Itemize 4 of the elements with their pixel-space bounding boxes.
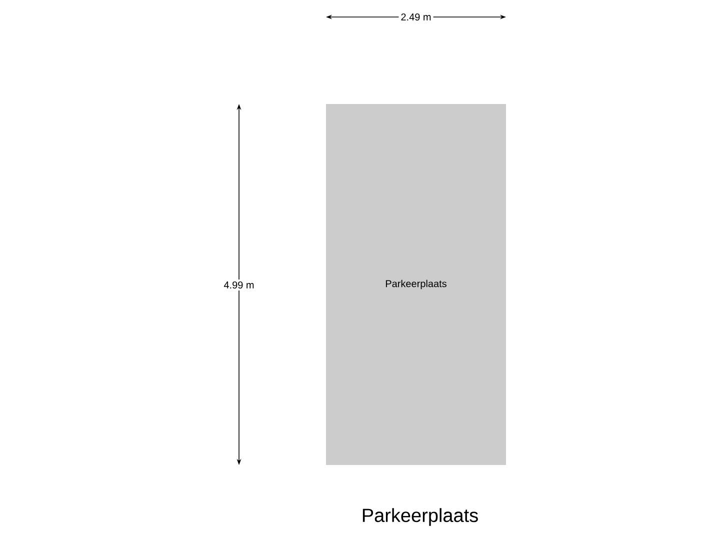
parking-space: Parkeerplaats [326, 104, 506, 465]
dimension-label: 4.99 m [222, 279, 256, 291]
dimension-label: 2.49 m [398, 11, 434, 23]
title: Parkeerplaats [362, 508, 478, 526]
